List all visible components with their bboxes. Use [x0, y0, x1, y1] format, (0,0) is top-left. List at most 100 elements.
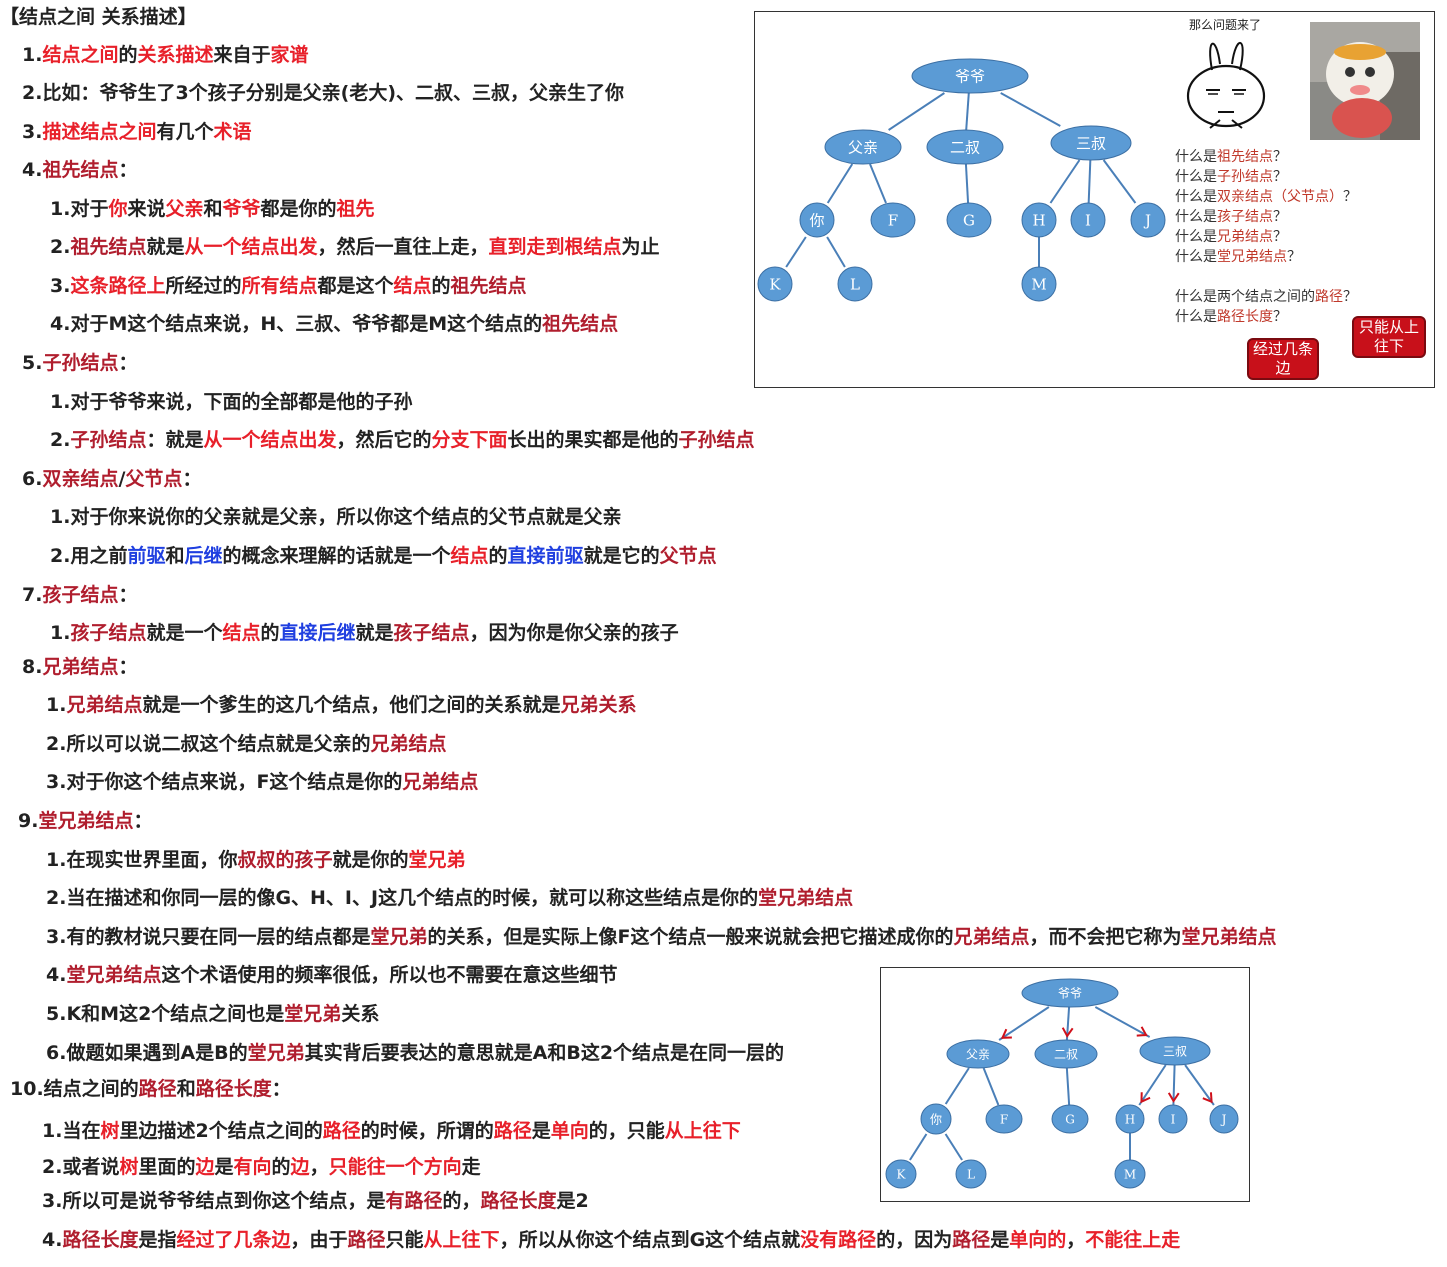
question-part: 什么是: [1175, 309, 1217, 325]
note-segment: 3.: [22, 121, 43, 143]
note-segment: 边: [195, 1156, 215, 1178]
note-segment: 有路径: [385, 1190, 443, 1212]
question-part: 堂兄弟结点: [1217, 249, 1287, 265]
note-segment: 路径: [493, 1120, 532, 1142]
note-segment: 边: [290, 1156, 310, 1178]
note-segment: 子孙结点: [678, 429, 755, 451]
tree-edge: [1094, 1006, 1151, 1038]
note-segment: 和: [176, 1078, 196, 1100]
note-segment: 树: [119, 1156, 139, 1178]
note-segment: 子孙结点: [70, 429, 147, 451]
note-line: 3.有的教材说只要在同一层的结点都是堂兄弟的关系，但是实际上像F这个结点一般来说…: [46, 924, 1277, 950]
red-arrow-mark: [1061, 1027, 1074, 1038]
tree-node: [955, 1159, 987, 1189]
note-segment: 描述结点之间: [42, 121, 157, 143]
question-item: 什么是兄弟结点？: [1175, 227, 1357, 247]
question-part: 什么是两个结点之间的: [1175, 289, 1315, 305]
note-segment: 为止: [621, 236, 660, 258]
note-segment: 4.: [42, 1229, 63, 1251]
note-line: 9.堂兄弟结点：: [18, 808, 152, 834]
note-segment: 兄弟结点: [42, 656, 119, 678]
note-segment: 9.: [18, 810, 39, 832]
question-part: ？: [1273, 309, 1287, 325]
tree-node: [799, 202, 835, 238]
tree-node: [926, 129, 1004, 165]
question-part: 孩子结点: [1217, 209, 1273, 225]
bubble-text: 那么问题来了: [1189, 18, 1262, 32]
note-line: 3.这条路径上所经过的所有结点都是这个结点的祖先结点: [50, 273, 527, 299]
note-segment: ：就是: [146, 429, 204, 451]
note-segment: 路径长度: [195, 1078, 272, 1100]
tree-node: [1051, 1104, 1089, 1134]
tree-node: [1158, 1104, 1188, 1134]
note-segment: 所有结点: [241, 275, 318, 297]
note-segment: 是: [531, 1120, 551, 1142]
note-segment: 都是这个: [317, 275, 394, 297]
note-segment: 2.: [50, 429, 71, 451]
note-line: 5.子孙结点：: [22, 350, 137, 376]
note-segment: 双亲结点: [42, 468, 119, 490]
tree-node: [1139, 1036, 1211, 1066]
note-segment: 分支下面: [431, 429, 508, 451]
note-segment: 兄弟结点: [370, 733, 447, 755]
tree-node-label: 爷爷: [1058, 986, 1082, 1000]
note-segment: 这个术语使用的频率很低，所以也不需要在意这些细节: [161, 964, 618, 986]
note-segment: 3.: [50, 275, 71, 297]
tree-node-label: F: [1000, 1112, 1008, 1126]
note-line: 3.所以可是说爷爷结点到你这个结点，是有路径的，路径长度是2: [42, 1188, 589, 1214]
note-segment: 爷爷: [222, 198, 261, 220]
red-arrow-mark: [1000, 1028, 1012, 1039]
note-line: 3.对于你这个结点来说，F这个结点是你的兄弟结点: [46, 769, 478, 795]
note-line: 7.孩子结点：: [22, 582, 137, 608]
note-line: 8.兄弟结点：: [22, 654, 137, 680]
note-segment: 1.当在: [42, 1120, 101, 1142]
note-segment: 7.: [22, 584, 43, 606]
note-segment: ：: [133, 810, 153, 832]
note-segment: 子孙结点: [42, 352, 119, 374]
tree-node-label: I: [1085, 211, 1091, 229]
note-segment: 的: [271, 1156, 291, 1178]
note-line: 4.路径长度是指经过了几条边，由于路径只能从上往下，所以从你这个结点到G这个结点…: [42, 1227, 1180, 1253]
note-segment: ：: [118, 352, 138, 374]
question-item: 什么是子孙结点？: [1175, 167, 1357, 187]
note-segment: ，: [1066, 1229, 1086, 1251]
note-segment: 就是一个爹生的这几个结点，他们之间的关系就是: [142, 694, 561, 716]
note-segment: 走: [461, 1156, 481, 1178]
tree-edge: [1184, 1064, 1215, 1106]
tree-node-label: K: [769, 275, 781, 293]
page-title: 【结点之间 关系描述】: [0, 6, 197, 28]
note-segment: 堂兄弟结点: [758, 887, 854, 909]
note-segment: 6.: [22, 468, 43, 490]
note-line: 1.对于你来说你的父亲就是父亲，所以你这个结点的父节点就是父亲: [50, 504, 621, 530]
note-segment: 路径: [347, 1229, 386, 1251]
note-segment: 你: [108, 198, 128, 220]
red-arrow-mark: [1167, 1092, 1180, 1103]
note-segment: 孩子结点: [42, 584, 119, 606]
note-segment: 单向的: [1009, 1229, 1067, 1251]
note-segment: ，由于: [290, 1229, 348, 1251]
note-line: 6.做题如果遇到A是B的堂兄弟其实背后要表达的意思就是A和B这2个结点是在同一层…: [46, 1040, 784, 1066]
question-part: ？: [1273, 169, 1287, 185]
note-segment: 堂兄弟: [408, 849, 466, 871]
note-line: 1.兄弟结点就是一个爹生的这几个结点，他们之间的关系就是兄弟关系: [46, 692, 637, 718]
note-segment: 2.当在描述和你同一层的像G、H、I、J这几个结点的时候，就可以称这些结点是你的: [46, 887, 759, 909]
note-segment: 是指: [138, 1229, 177, 1251]
tree-node: [824, 129, 902, 165]
question-part: 祖先结点: [1217, 149, 1273, 165]
note-segment: 4.: [46, 964, 67, 986]
note-segment: 2.用之前: [50, 545, 128, 567]
note-segment: 所经过的: [165, 275, 242, 297]
tree-edge: [965, 92, 970, 131]
note-segment: 祖先结点: [42, 159, 119, 181]
note-segment: 1.对于你来说你的父亲就是父亲，所以你这个结点的父节点就是父亲: [50, 506, 622, 528]
note-segment: 父节点: [659, 545, 717, 567]
note-segment: 1.对于爷爷来说，下面的全部都是他的子孙: [50, 391, 413, 413]
note-segment: 关系: [341, 1003, 380, 1025]
note-segment: 里面的: [138, 1156, 196, 1178]
tree-edge: [1049, 159, 1081, 204]
tree-node-label: I: [1171, 1112, 1176, 1126]
toy-photo: [1310, 22, 1420, 140]
question-item: 什么是两个结点之间的路径？: [1175, 287, 1357, 307]
note-segment: 就是它的: [583, 545, 660, 567]
